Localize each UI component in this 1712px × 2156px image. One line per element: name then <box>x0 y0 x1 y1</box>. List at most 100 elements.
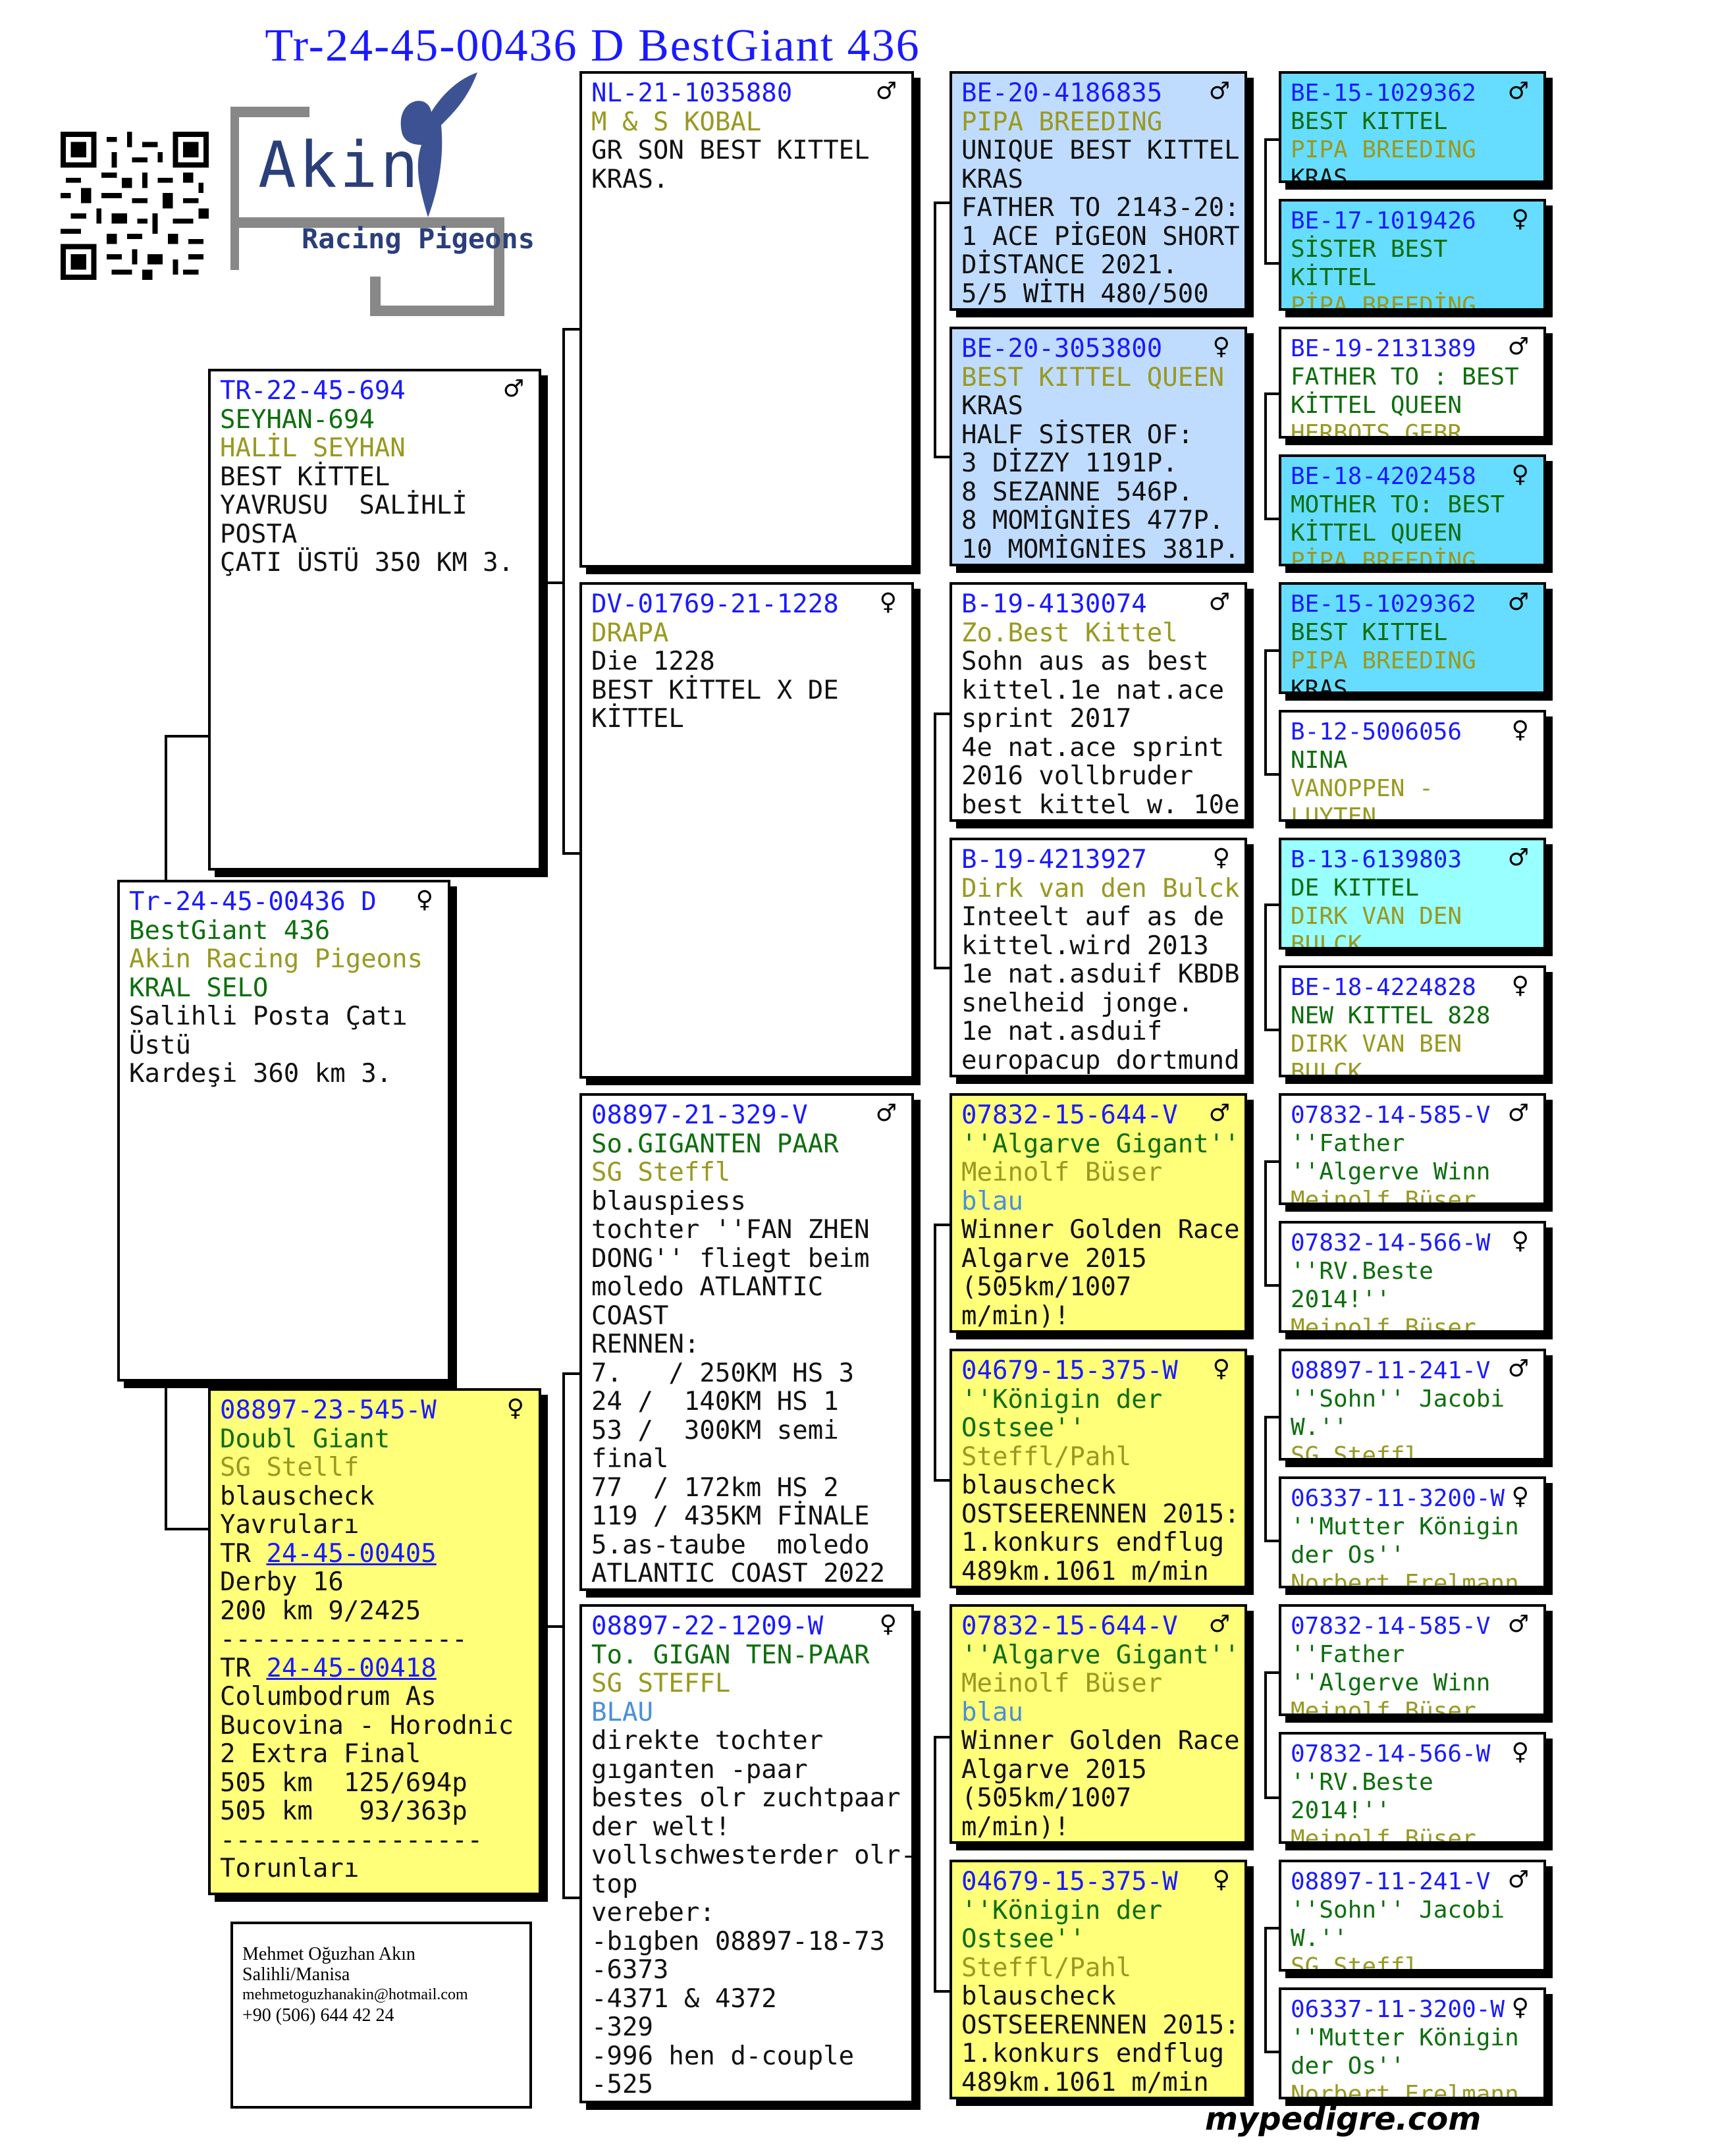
bird-info-line: 5/5 WİTH 480/500 <box>961 279 1209 309</box>
bird-info-line: 119 / 435KM FİNALE <box>591 1501 870 1531</box>
ring-number[interactable]: B-13-6139803 <box>1291 846 1462 873</box>
ring-number[interactable]: 07832-15-644-V <box>961 1611 1178 1641</box>
ring-number[interactable]: BE-18-4224828 <box>1291 974 1476 1001</box>
ring-number[interactable]: 06337-11-3200-W <box>1291 1485 1505 1512</box>
female-symbol-icon: ♀ <box>1511 972 1529 999</box>
ring-number[interactable]: BE-18-4202458 <box>1291 463 1476 490</box>
ring-number[interactable]: BE-15-1029362 <box>1291 80 1476 107</box>
bird-info-line: 2014!'' <box>1291 1286 1391 1313</box>
bird-info-line: blauscheck <box>961 1470 1116 1500</box>
female-symbol-icon: ♀ <box>415 886 433 913</box>
male-symbol-icon: ♂ <box>502 375 524 402</box>
ring-number[interactable]: TR-22-45-694 <box>220 376 406 406</box>
bird-info-line: 8 SEZANNE 546P. <box>961 477 1194 507</box>
ring-number[interactable]: 08897-22-1209-W <box>591 1611 824 1641</box>
ring-number[interactable]: 07832-14-585-V <box>1291 1613 1491 1640</box>
bird-info-line: KRAS <box>961 164 1023 194</box>
ring-number[interactable]: B-12-5006056 <box>1291 718 1462 745</box>
ring-number[interactable]: 08897-21-329-V <box>591 1100 808 1130</box>
bird-info-line: ''Algarve Gigant'' <box>961 1129 1240 1159</box>
ring-number[interactable]: 07832-14-585-V <box>1291 1102 1491 1129</box>
bird-info-line: 4e nat.ace sprint <box>961 732 1225 763</box>
ring-number[interactable]: B-19-4130074 <box>961 589 1147 619</box>
bird-info-line: PIPA BREEDING <box>961 107 1163 137</box>
ring-number[interactable]: B-19-4213927 <box>961 845 1147 875</box>
male-symbol-icon: ♂ <box>1507 844 1529 871</box>
ring-number[interactable]: 07832-14-566-W <box>1291 1229 1491 1256</box>
ring-number[interactable]: 06337-11-3200-W <box>1291 1996 1505 2023</box>
ring-number[interactable]: 07832-14-566-W <box>1291 1740 1491 1767</box>
ring-number[interactable]: 07832-15-644-V <box>961 1100 1178 1130</box>
bird-card-dss[interactable]: ♂07832-15-644-V''Algarve Gigant''Meinolf… <box>950 1093 1247 1333</box>
ring-number[interactable]: 04679-15-375-W <box>961 1356 1178 1386</box>
bird-info-line: TR 24-45-00418 <box>220 1653 437 1683</box>
bird-info-line: KİTTEL QUEEN <box>1291 392 1462 419</box>
bird-info-line: ''Sohn'' Jacobi <box>1291 1386 1505 1413</box>
contact-email[interactable]: mehmetoguzhanakin@hotmail.com <box>242 1986 468 2003</box>
ring-number[interactable]: 08897-23-545-W <box>220 1395 437 1425</box>
bird-info-line: HALF SİSTER OF: <box>961 419 1194 450</box>
ring-number[interactable]: 08897-11-241-V <box>1291 1357 1491 1384</box>
bird-info-line: KRAS <box>1291 165 1348 183</box>
bird-info-line: BEST KITTEL <box>1291 108 1448 135</box>
ring-number[interactable]: BE-15-1029362 <box>1291 591 1476 618</box>
male-symbol-icon: ♂ <box>875 78 897 105</box>
bird-card-dds[interactable]: ♂07832-15-644-V''Algarve Gigant''Meinolf… <box>950 1604 1247 1844</box>
bird-info-line: vereber: <box>591 1898 715 1927</box>
female-symbol-icon: ♀ <box>1511 1994 1529 2021</box>
ring-number[interactable]: Tr-24-45-00436 D <box>129 887 377 917</box>
bird-info-line: NINA <box>1291 747 1348 774</box>
offspring-link[interactable]: 24-45-00405 <box>266 1538 437 1569</box>
ring-number[interactable]: BE-20-3053800 <box>961 334 1163 364</box>
bird-info-line: KİTTEL QUEEN <box>1291 520 1462 547</box>
bird-info-line: KRAS <box>961 391 1023 421</box>
bird-info-line: 10 MOMİGNİES 381P. <box>961 534 1240 564</box>
bird-info-line: Derby 16 <box>220 1567 344 1597</box>
offspring-link[interactable]: 24-45-00418 <box>266 1653 437 1683</box>
ring-number[interactable]: 04679-15-375-W <box>961 1867 1178 1897</box>
ring-number[interactable]: BE-20-4186835 <box>961 78 1163 108</box>
bird-info-line: HERBOTS GEBR <box>1291 420 1462 439</box>
bird-info-line: 489km.1061 m/min <box>961 1556 1209 1586</box>
bird-info-line: Dirk van den Bulck <box>961 873 1240 903</box>
ring-number[interactable]: DV-01769-21-1228 <box>591 589 839 619</box>
ring-number[interactable]: BE-17-1019426 <box>1291 207 1476 234</box>
bird-info-line: europacup dortmund <box>961 1045 1240 1075</box>
bird-info-line: (505km/1007 <box>961 1783 1132 1813</box>
bird-info-line: ''RV.Beste <box>1291 1258 1433 1285</box>
ring-number[interactable]: NL-21-1035880 <box>591 78 793 108</box>
footer-brand[interactable]: mypedigre.com <box>1205 2101 1482 2138</box>
male-symbol-icon: ♂ <box>1208 78 1230 105</box>
ring-number[interactable]: BE-19-2131389 <box>1291 335 1476 362</box>
ring-number[interactable]: 08897-11-241-V <box>1291 1868 1491 1895</box>
